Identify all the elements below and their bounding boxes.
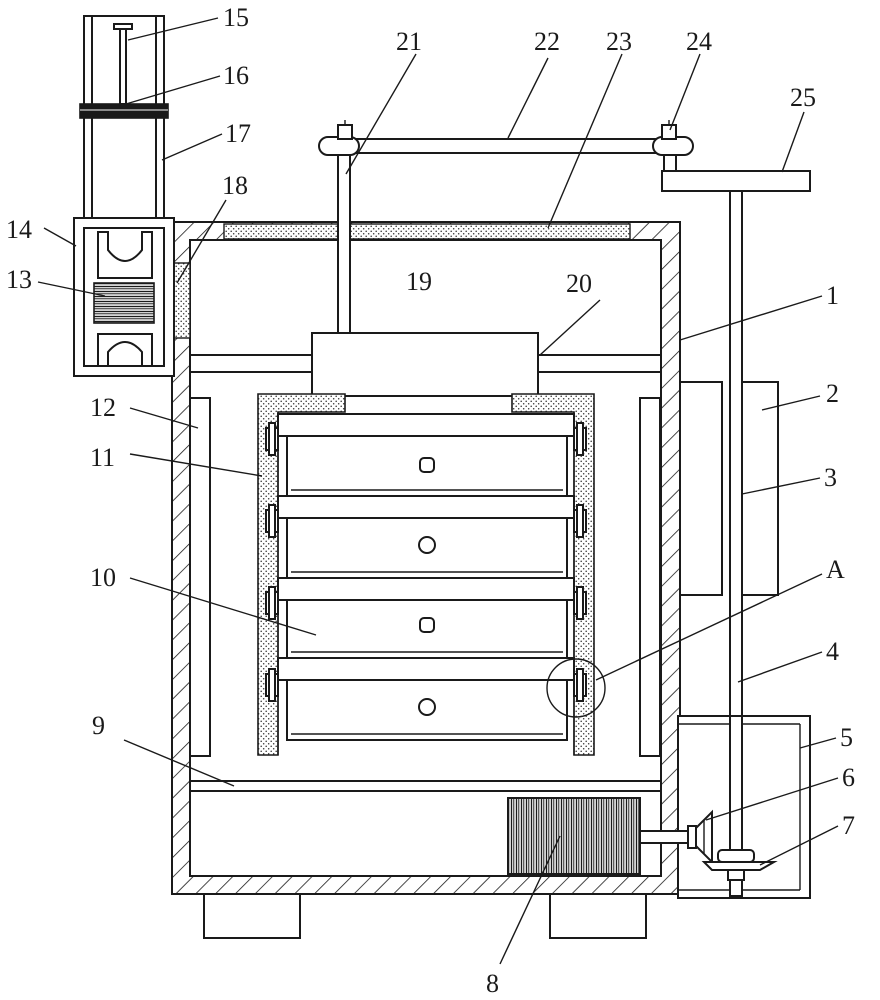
fastener-right-2 xyxy=(573,504,587,538)
label-a: A xyxy=(826,555,845,584)
fastener-left-3 xyxy=(265,586,279,620)
label-10: 10 xyxy=(90,563,116,592)
fastener-right-3 xyxy=(573,586,587,620)
tray-4 xyxy=(277,657,575,741)
connecting-plate xyxy=(318,136,694,156)
label-1: 1 xyxy=(826,281,839,310)
piston xyxy=(79,103,169,119)
label-4: 4 xyxy=(826,637,839,666)
label-22: 22 xyxy=(534,27,560,56)
upper-pulley xyxy=(97,231,153,279)
support-foot-left xyxy=(203,893,301,939)
label-14: 14 xyxy=(6,215,32,244)
label-17: 17 xyxy=(225,119,251,148)
heater-plate-right xyxy=(639,397,661,757)
top-seal-strip xyxy=(223,223,631,240)
label-11: 11 xyxy=(90,443,115,472)
fastener-right-1 xyxy=(573,422,587,456)
detail-circle-a xyxy=(546,658,606,718)
hinge-link xyxy=(663,154,677,172)
label-15: 15 xyxy=(223,3,249,32)
label-18: 18 xyxy=(222,171,248,200)
label-5: 5 xyxy=(840,723,853,752)
tray-fasteners xyxy=(265,422,587,702)
label-16: 16 xyxy=(223,61,249,90)
heater-plate-left xyxy=(189,397,211,757)
drying-trays xyxy=(277,413,575,741)
part-labels: 15 16 17 18 14 13 12 11 10 9 19 20 21 22… xyxy=(6,3,855,998)
label-8: 8 xyxy=(486,969,499,998)
spring-coil xyxy=(93,282,155,324)
label-13: 13 xyxy=(6,265,32,294)
bevel-gear-driven xyxy=(701,849,778,881)
lifting-rod xyxy=(337,149,351,334)
label-23: 23 xyxy=(606,27,632,56)
fastener-left-1 xyxy=(265,422,279,456)
label-2: 2 xyxy=(826,379,839,408)
label-20: 20 xyxy=(566,269,592,298)
side-bracket xyxy=(679,381,723,596)
label-3: 3 xyxy=(824,463,837,492)
label-9: 9 xyxy=(92,711,105,740)
fastener-left-4 xyxy=(265,668,279,702)
piston-rod xyxy=(113,23,133,105)
fastener-right-4 xyxy=(573,668,587,702)
support-foot-right xyxy=(549,893,647,939)
motor-shaft xyxy=(639,830,693,844)
label-6: 6 xyxy=(842,763,855,792)
label-21: 21 xyxy=(396,27,422,56)
lower-partition xyxy=(190,780,661,792)
lifting-block xyxy=(311,332,539,397)
label-7: 7 xyxy=(842,811,855,840)
bolt-right xyxy=(661,120,677,140)
fastener-left-2 xyxy=(265,504,279,538)
motor xyxy=(507,797,641,875)
label-24: 24 xyxy=(686,27,712,56)
leader-lines xyxy=(37,17,839,965)
label-19: 19 xyxy=(406,267,432,296)
bolt-left xyxy=(337,120,353,140)
lower-pulley xyxy=(97,333,153,367)
guide-block xyxy=(741,381,779,596)
label-25: 25 xyxy=(790,83,816,112)
label-12: 12 xyxy=(90,393,116,422)
main-housing xyxy=(171,221,681,895)
top-plate xyxy=(661,170,811,192)
tray-1 xyxy=(277,413,575,497)
